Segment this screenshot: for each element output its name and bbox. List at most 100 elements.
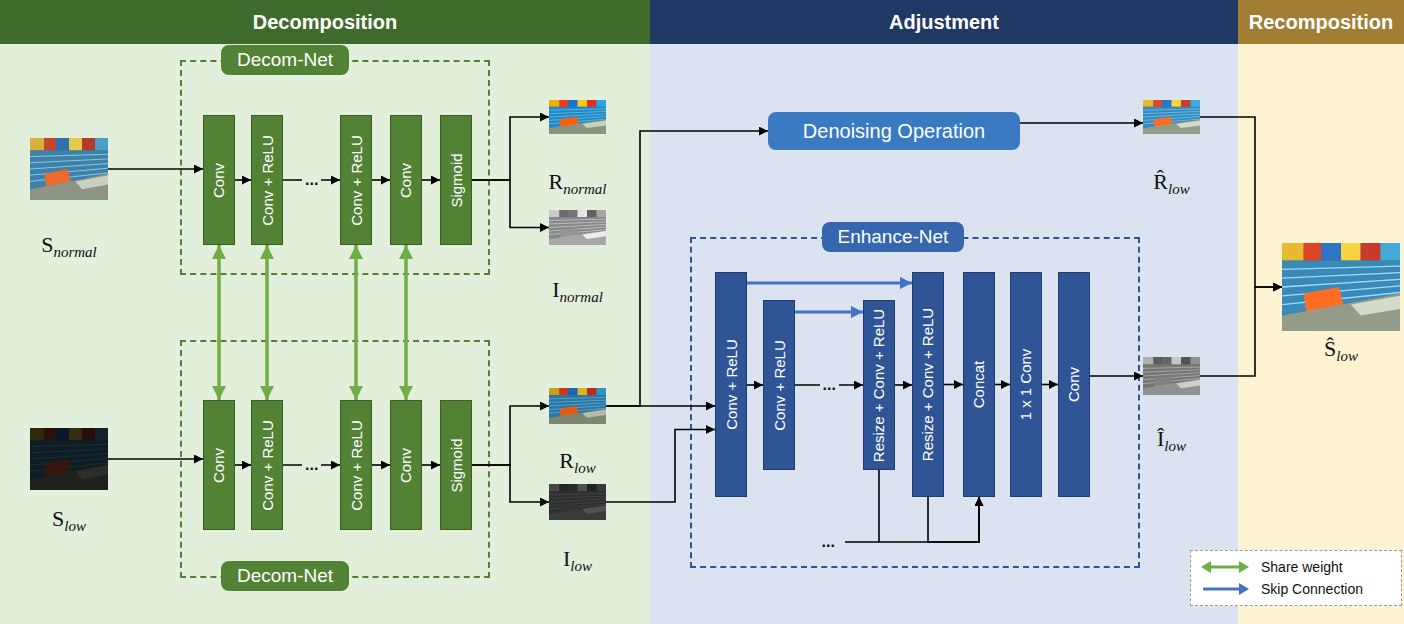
image-node: Inormal [527, 210, 628, 305]
image-node: Snormal [8, 138, 130, 260]
flow-arrow [235, 464, 251, 466]
share-weight-arrow [404, 245, 408, 400]
image-thumbnail [1143, 100, 1200, 134]
scene-illustration [549, 388, 606, 424]
operation-box: Denoising Operation [768, 112, 1020, 150]
scene-illustration [1282, 243, 1400, 331]
skip-connection-arrow [795, 311, 863, 314]
section-header: Decomposition [0, 0, 650, 44]
flow-arrow [422, 179, 440, 181]
layer-label: Sigmoid [448, 153, 465, 207]
image-symbol: R̂ [1153, 169, 1168, 194]
image-thumbnail [549, 484, 606, 520]
legend-sample-head [1239, 561, 1249, 573]
image-thumbnail [549, 100, 606, 134]
flow-arrow [422, 464, 440, 466]
layer-label: Concat [971, 361, 988, 409]
network-title-pill: Enhance-Net [822, 222, 965, 252]
image-subscript: normal [563, 181, 606, 197]
label-holder: ... [819, 533, 838, 551]
image-subscript: low [1336, 348, 1358, 364]
image-subscript: low [64, 518, 86, 534]
legend-item: Share weight [1201, 556, 1401, 578]
image-subscript: normal [53, 244, 96, 260]
flow-arrow [879, 470, 979, 542]
image-thumbnail [30, 138, 108, 200]
flow-arrow [283, 464, 340, 466]
image-label: Snormal [8, 232, 130, 261]
section-title: Decomposition [253, 11, 397, 34]
flow-arrow [235, 179, 251, 181]
skip-connection-arrow [747, 282, 912, 285]
image-symbol: R [548, 169, 563, 194]
layer-label: Conv [211, 447, 228, 482]
scene-illustration [549, 210, 606, 245]
flow-arrow [372, 179, 390, 181]
section-header: Recomposition [1238, 0, 1404, 44]
image-symbol: Ŝ [1324, 336, 1336, 361]
layer-block: Conv + ReLU [715, 272, 747, 497]
image-symbol: Î [1157, 426, 1164, 451]
flow-arrow [108, 458, 203, 460]
image-node: Îlow [1121, 357, 1222, 454]
flow-arrow [895, 384, 912, 386]
network-title: Enhance-Net [838, 226, 949, 248]
flow-arrow [1200, 287, 1282, 376]
scene-illustration [1143, 357, 1200, 395]
section-title: Recomposition [1249, 11, 1393, 34]
flow-arrow [1020, 122, 1143, 124]
flow-arrow [472, 465, 549, 502]
scene-illustration [549, 484, 606, 520]
network-title-pill: Decom-Net [221, 45, 349, 75]
legend-text: Share weight [1261, 559, 1343, 575]
layer-block: Conv + ReLU [251, 400, 283, 530]
image-symbol: S [41, 232, 53, 257]
network-title: Decom-Net [237, 49, 333, 71]
layer-label: Conv + ReLU [723, 339, 740, 429]
section-panel: SnormalConvConv + ReLUConv + ReLUConvSig… [0, 0, 650, 624]
image-subscript: normal [559, 289, 602, 305]
layer-block: Resize + Conv + ReLU [912, 272, 944, 497]
layer-label: Conv + ReLU [259, 135, 276, 225]
image-label: R̂low [1121, 169, 1222, 198]
layer-block: Conv + ReLU [340, 115, 372, 245]
flow-arrow [1200, 117, 1282, 287]
image-subscript: low [570, 558, 592, 574]
network-frame: ConvConv + ReLUConv + ReLUConvSigmoidDec… [180, 340, 490, 578]
legend-sample-line [1209, 566, 1241, 569]
layer-label: Sigmoid [448, 438, 465, 492]
image-label: Inormal [527, 277, 628, 306]
legend: Share weightSkip Connection [1190, 550, 1402, 606]
flow-arrow [606, 430, 715, 503]
flow-arrow [995, 384, 1010, 386]
edge-label-holder: ... [302, 171, 321, 189]
layer-block: Conv + ReLU [251, 115, 283, 245]
continuation-line [845, 541, 879, 543]
share-weight-arrow [265, 245, 269, 400]
layer-block: Conv [390, 115, 422, 245]
image-subscript: low [574, 460, 596, 476]
layer-block: Conv [390, 400, 422, 530]
legend-sample-line [1203, 588, 1241, 591]
flow-arrow [606, 405, 715, 407]
layer-label: Conv [1066, 367, 1083, 402]
image-label: Slow [8, 506, 130, 535]
legend-item: Skip Connection [1201, 578, 1401, 600]
scene-illustration [549, 100, 606, 134]
flow-arrow [747, 384, 763, 386]
layer-block: Resize + Conv + ReLU [863, 300, 895, 470]
image-symbol: I [552, 277, 559, 302]
layer-label: 1 x 1 Conv [1018, 349, 1035, 421]
flow-arrow [795, 384, 863, 386]
image-node: Ŝlow [1282, 243, 1400, 364]
image-thumbnail [1143, 357, 1200, 395]
network-frame: Conv + ReLUConv + ReLUResize + Conv + Re… [690, 237, 1140, 568]
section-header: Adjustment [650, 0, 1238, 44]
legend-sample-head [1239, 583, 1249, 595]
flow-arrow [472, 406, 549, 465]
flow-arrow [1090, 375, 1143, 377]
legend-sample [1201, 560, 1251, 574]
flow-arrow [472, 117, 549, 180]
